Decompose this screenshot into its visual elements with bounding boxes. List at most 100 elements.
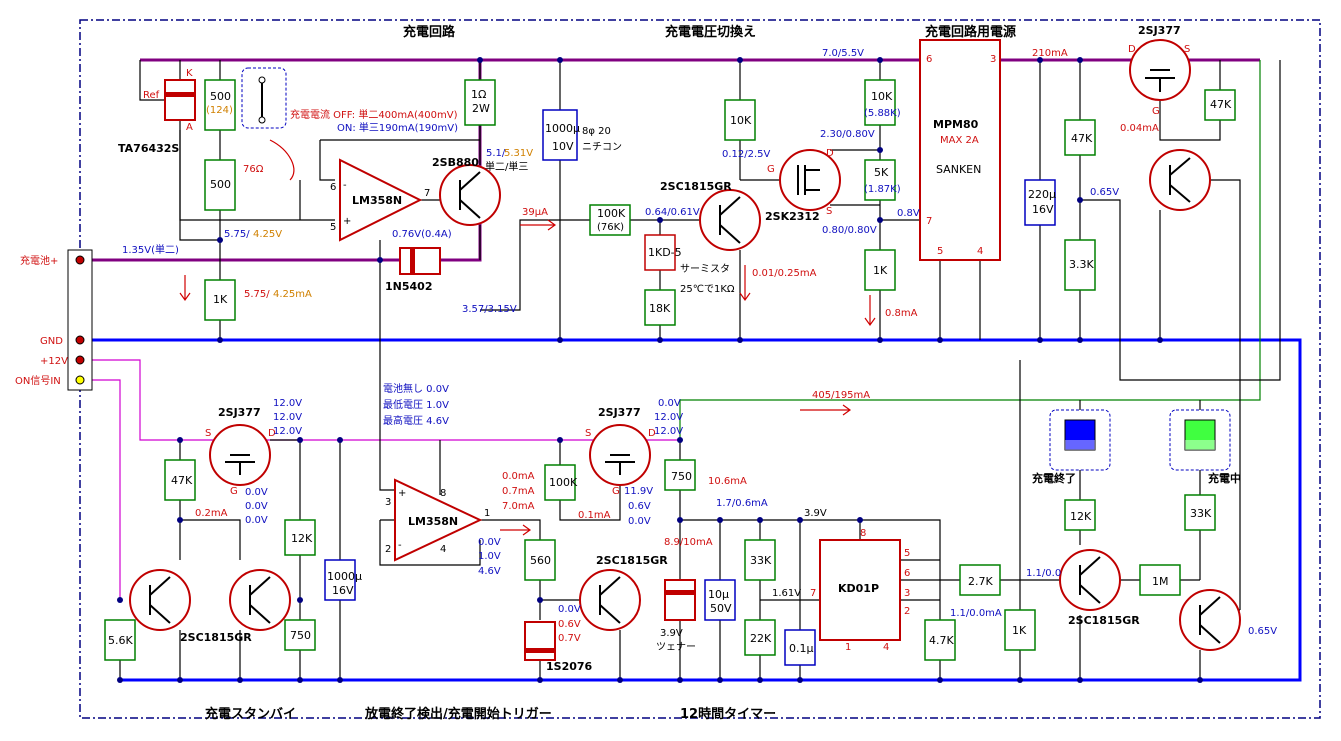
terminal-label-gnd: GND xyxy=(40,336,63,347)
label-2sc1815-mid: 2SC1815GR xyxy=(596,554,668,567)
note-v065b: 0.65V xyxy=(1248,626,1277,637)
note-v46o: 4.6V xyxy=(478,566,501,577)
note-v230: 2.30/0.80V xyxy=(820,129,875,140)
note-v135: 1.35V(単二) xyxy=(122,243,179,256)
label-section-discharge: 放電終了検出/充電開始トリガー xyxy=(364,706,552,722)
note-ma00: 0.0mA xyxy=(502,471,535,482)
pin-op-bot-4: 4 xyxy=(440,544,446,555)
resistor-12k-t xyxy=(1064,499,1096,531)
pin-sj-mid-s: S xyxy=(585,428,591,439)
ic-mpm80 xyxy=(919,39,1001,261)
label-1n5402: 1N5402 xyxy=(385,280,432,293)
label-thermistor2: 25℃で1KΩ xyxy=(680,284,735,295)
label-ta76432s: TA76432S xyxy=(118,142,179,155)
label-section-timer: 12時間タイマー xyxy=(680,706,776,722)
pin-op-bot-1: 1 xyxy=(484,508,490,519)
label-r33k-t: 33K xyxy=(1190,507,1212,520)
label-r10k-mid: 10K xyxy=(730,114,752,127)
label-section-standby: 充電スタンバイ xyxy=(205,706,296,722)
label-c10u-v: 50V xyxy=(710,602,732,615)
label-kd01p: KD01P xyxy=(838,582,879,595)
pin-sk-s: S xyxy=(826,206,832,217)
pin-op-bot-minus: - xyxy=(398,540,402,551)
transistor-q-right-top xyxy=(1149,149,1211,211)
pin-sj-mid-d: D xyxy=(648,428,656,439)
transistor-q-right-bot xyxy=(1179,589,1241,651)
transistor-2sb880 xyxy=(439,164,501,226)
pin-sj-top-g: G xyxy=(1152,106,1160,117)
terminal-gnd[interactable] xyxy=(75,335,85,345)
label-1s2076: 1S2076 xyxy=(546,660,593,673)
pin-mpm-4: 4 xyxy=(977,246,983,257)
label-mpm-max: MAX 2A xyxy=(940,135,979,146)
resistor-4-7k xyxy=(924,619,956,661)
diode-zener xyxy=(664,579,696,621)
pin-mpm-7: 7 xyxy=(926,216,932,227)
resistor-1kd5 xyxy=(644,234,676,271)
label-2sk2312: 2SK2312 xyxy=(765,210,820,223)
label-r1k-right: 1K xyxy=(873,264,888,277)
resistor-18k xyxy=(644,289,676,326)
pin-op-bot-8: 8 xyxy=(440,488,446,499)
label-r33k-r: 3.3K xyxy=(1069,258,1094,271)
capacitor-1000u-top xyxy=(542,109,578,161)
resistor-47k-left xyxy=(164,459,196,501)
label-vr100k-sub: (76K) xyxy=(597,222,624,233)
wire-on xyxy=(85,379,121,600)
note-v51-2: 5.31V xyxy=(504,148,533,159)
label-c1000-note1: 8φ 20 xyxy=(582,126,611,137)
label-section-charge: 充電回路 xyxy=(403,24,456,40)
label-2sb880-note: 単二/単三 xyxy=(485,160,528,173)
label-led-charging: 充電中 xyxy=(1208,471,1241,485)
transistor-2sc1815-right xyxy=(1059,549,1121,611)
label-2sc1815-right: 2SC1815GR xyxy=(1068,614,1140,627)
pin-kd-1: 1 xyxy=(845,642,851,653)
label-r1ohm-w: 2W xyxy=(472,102,490,115)
label-c1000-note2: ニチコン xyxy=(582,141,622,153)
note-v0b: 0.0V xyxy=(245,501,268,512)
note-v12m1: 12.0V xyxy=(654,412,683,423)
label-2sj377-top: 2SJ377 xyxy=(1138,24,1181,37)
resistor-47k-r xyxy=(1064,119,1096,156)
resistor-47k-top xyxy=(1204,89,1236,121)
note-ma004: 0.04mA xyxy=(1120,123,1159,134)
note-v00o: 0.0V xyxy=(478,537,501,548)
label-c1000-bot: 1000μ xyxy=(327,570,362,583)
pin-op-bot-2: 2 xyxy=(385,544,391,555)
transistor-2sc1815-top xyxy=(699,189,761,251)
note-ma001: 0.01/0.25mA xyxy=(752,268,817,279)
resistor-3-3k xyxy=(1064,239,1096,291)
note-ma89: 8.9/10mA xyxy=(664,537,713,548)
pin-sj-top-s: S xyxy=(1184,44,1190,55)
transistor-2sc1815-l1 xyxy=(129,569,191,631)
label-r33k: 33K xyxy=(750,554,772,567)
note-v39: 3.9V xyxy=(804,508,827,519)
pin-op-bot-plus: + xyxy=(398,488,406,499)
resistor-500 xyxy=(204,159,236,211)
label-r47k-top: 47K xyxy=(1210,98,1232,111)
label-r47k-r: 47K xyxy=(1071,132,1093,145)
terminal-battery-plus[interactable] xyxy=(75,255,85,265)
label-r1k-t: 1K xyxy=(1012,624,1027,637)
transistor-2sc1815-l2 xyxy=(229,569,291,631)
note-bat1: 電池無し 0.0V xyxy=(383,382,449,395)
terminal-on-signal[interactable] xyxy=(75,375,85,385)
capacitor-0-1u xyxy=(784,629,816,666)
label-r76: 76Ω xyxy=(243,164,264,175)
note-v161: 1.61V xyxy=(772,588,801,599)
note-charge-current-2: ON: 単三190mA(190mV) xyxy=(337,121,458,134)
label-r500-124: 500 xyxy=(210,90,231,103)
note-ma106: 10.6mA xyxy=(708,476,747,487)
resistor-33k-t xyxy=(1184,494,1216,531)
charge-switch[interactable] xyxy=(241,67,287,129)
label-r560: 560 xyxy=(530,554,551,567)
note-v51-1: 5.1/ xyxy=(486,148,506,159)
note-v06: 0.6V xyxy=(628,501,651,512)
label-led-done: 充電終了 xyxy=(1032,471,1076,485)
pin-sj-left-g: G xyxy=(230,486,238,497)
pin-kd-2: 2 xyxy=(904,606,910,617)
terminal-12v[interactable] xyxy=(75,355,85,365)
resistor-500-124 xyxy=(204,79,236,131)
label-zener-n: ツェナー xyxy=(656,641,696,653)
label-vr100k: 100K xyxy=(597,207,626,220)
